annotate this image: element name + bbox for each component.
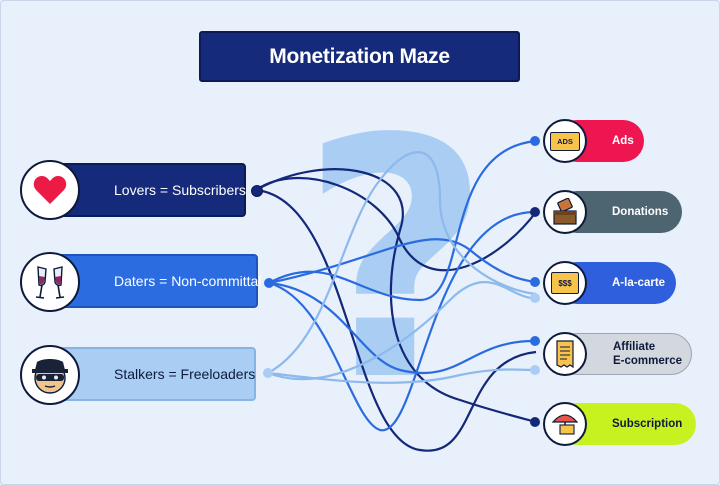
wire-stalkers-2: [267, 281, 537, 380]
connector-dot-subscription: [530, 417, 540, 427]
user-type-label: Lovers = Subscribers: [114, 182, 246, 198]
heart-icon: [20, 160, 80, 220]
connector-dot-affiliate-2: [530, 365, 540, 375]
connector-dot-stalkers: [263, 368, 273, 378]
wire-lovers-2: [255, 176, 537, 272]
wire-daters-3: [268, 281, 537, 375]
ads-icon: ADS: [543, 119, 587, 163]
wire-stalkers-1: [267, 151, 537, 374]
wire-daters-2: [268, 238, 537, 285]
model-label: Subscription: [612, 418, 683, 430]
wire-daters-4: [268, 210, 537, 432]
price-tag-text: $$$: [551, 272, 579, 294]
user-type-label: Stalkers = Freeloaders: [114, 366, 256, 382]
user-type-label: Daters = Non-committal: [114, 273, 262, 289]
ads-icon-text: ADS: [550, 131, 580, 151]
wire-lovers-3: [255, 188, 537, 452]
price-tag-icon: $$$: [543, 261, 587, 305]
connector-dot-affiliate: [530, 336, 540, 346]
model-label: Ads: [612, 135, 634, 147]
model-label: Donations: [612, 206, 669, 218]
connector-dot-lovers: [251, 185, 263, 197]
connector-dot-daters: [264, 278, 274, 288]
connector-dot-donations: [530, 207, 540, 217]
model-label-line1: Affiliate: [613, 341, 656, 353]
connector-dot-ads: [530, 136, 540, 146]
background-question-mark: ?: [300, 69, 492, 453]
connector-dot-alacarte: [530, 277, 540, 287]
model-label-line2: E-commerce: [613, 355, 683, 367]
donation-box-icon: [543, 190, 587, 234]
model-label: A-la-carte: [612, 277, 666, 289]
wire-stalkers-3: [267, 368, 537, 384]
umbrella-bill-icon: [543, 402, 587, 446]
connector-dot-alacarte-2: [530, 293, 540, 303]
receipt-icon: [543, 332, 587, 376]
user-type-card-stalkers: Stalkers = Freeloaders: [42, 347, 256, 401]
diagram-title: Monetization Maze: [199, 31, 520, 82]
user-type-card-daters: Daters = Non-committal: [42, 254, 262, 308]
wire-daters-1: [268, 139, 537, 302]
wire-lovers-1: [255, 168, 537, 424]
champagne-glasses-icon: [20, 252, 80, 312]
masked-face-icon: [20, 345, 80, 405]
